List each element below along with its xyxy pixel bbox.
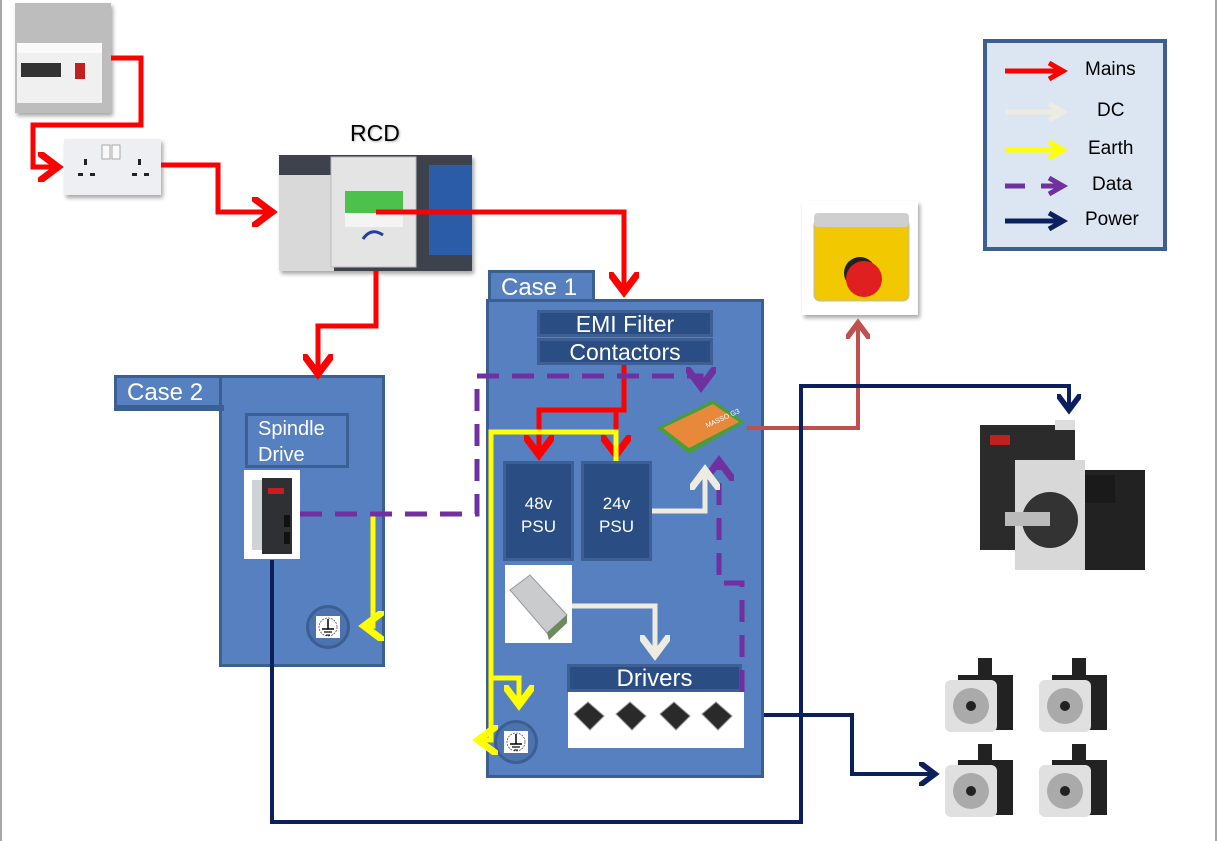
case2-tab: Case 2 xyxy=(114,375,224,409)
spindle-servo-image xyxy=(980,420,1145,570)
legend: Mains DC Earth Data Power xyxy=(983,39,1167,251)
psu-24v-label-line2: PSU xyxy=(599,517,634,536)
case1-label: Case 1 xyxy=(501,274,578,301)
emergency-stop-image xyxy=(813,213,910,302)
case2-tab-base xyxy=(114,405,224,411)
legend-power-label: Power xyxy=(1085,209,1139,230)
rcd-enclosure-image xyxy=(279,155,472,271)
psu-24v: 24v PSU xyxy=(581,461,652,561)
consumer-unit-photo xyxy=(15,3,111,113)
four-servo-motors-image xyxy=(945,658,1107,817)
legend-item-data: Data xyxy=(987,170,1163,200)
legend-item-mains: Mains xyxy=(987,55,1163,85)
servo-motor-2 xyxy=(1039,658,1107,732)
legend-dc-label: DC xyxy=(1097,100,1125,121)
legend-earth-label: Earth xyxy=(1088,138,1134,159)
case1-tab: Case 1 xyxy=(488,270,595,304)
earth-wire-case2-ground xyxy=(364,514,373,626)
ground-symbol-icon xyxy=(318,617,338,637)
emi-filter-label: EMI Filter xyxy=(537,310,713,337)
legend-earth-arrow-icon xyxy=(1005,140,1069,160)
earth-wire-case1-bus xyxy=(478,429,619,740)
power-wire-drivers-to-motors xyxy=(764,713,935,774)
spindle-drive-label-line2: Drive xyxy=(258,444,305,466)
dc-wire-48v-to-drivers xyxy=(572,603,655,655)
spindle-drive-photo xyxy=(244,470,300,559)
legend-item-power: Power xyxy=(987,205,1163,235)
contactors-label: Contactors xyxy=(537,338,713,365)
drivers-label: Drivers xyxy=(567,664,742,692)
servo-motor-1 xyxy=(945,658,1013,732)
legend-item-dc: DC xyxy=(987,96,1163,126)
mains-wire-consumer-to-socket xyxy=(30,55,144,167)
case1-ground-terminal xyxy=(494,720,538,764)
psu-48v-photo xyxy=(505,565,572,643)
mains-wire-rcd-to-case1 xyxy=(376,209,624,292)
legend-power-arrow-icon xyxy=(1005,211,1069,231)
page-right-border xyxy=(1215,0,1217,841)
estop-photo xyxy=(802,201,918,315)
legend-data-arrow-icon xyxy=(1005,176,1069,196)
legend-mains-arrow-icon xyxy=(1005,61,1069,81)
ground-symbol-icon xyxy=(506,732,526,752)
legend-dc-arrow-icon xyxy=(1005,102,1069,122)
dc-wire-24v-to-controller xyxy=(652,470,705,514)
legend-item-earth: Earth xyxy=(987,134,1163,164)
controller-board-image: MASSO G3 xyxy=(657,400,745,454)
power-wire-spindle-to-servo xyxy=(270,384,1069,824)
servo-motor-4 xyxy=(1039,744,1107,817)
servo-motor-3 xyxy=(945,744,1013,817)
psu-24v-label-line1: 24v xyxy=(602,494,631,513)
mains-wire-socket-to-rcd xyxy=(161,162,272,212)
spindle-drive-label: Spindle Drive xyxy=(245,413,349,468)
legend-mains-label: Mains xyxy=(1085,59,1136,80)
servo-motors-photo xyxy=(940,640,1120,825)
mains-wire-rcd-to-case2 xyxy=(318,271,379,374)
spindle-drive-image xyxy=(252,478,292,554)
wall-socket-photo xyxy=(64,139,161,195)
earth-wire-case1-ground xyxy=(491,675,519,705)
page-left-border xyxy=(0,0,2,841)
psu-unit-image xyxy=(509,574,568,640)
psu-48v-label-line1: 48v xyxy=(524,494,553,513)
drivers-photo xyxy=(568,692,744,748)
masso-controller: MASSO G3 xyxy=(655,398,747,460)
wall-socket-image xyxy=(78,144,149,176)
psu-48v: 48v PSU xyxy=(503,461,574,561)
spindle-drive-label-line1: Spindle xyxy=(258,418,325,440)
data-wire-drivers-to-controller xyxy=(719,461,745,692)
case2-ground-terminal xyxy=(306,605,350,649)
stepper-drivers-image xyxy=(573,701,733,731)
case2-label: Case 2 xyxy=(127,379,204,406)
psu-48v-label-line2: PSU xyxy=(521,517,556,536)
data-wire-spindle-to-controller xyxy=(300,376,701,517)
legend-data-label: Data xyxy=(1092,174,1133,195)
spindle-servo-photo xyxy=(975,420,1165,590)
rcd-title: RCD xyxy=(350,120,400,146)
estop-wire-controller-to-estop xyxy=(747,323,858,430)
consumer-unit-image xyxy=(15,3,111,113)
